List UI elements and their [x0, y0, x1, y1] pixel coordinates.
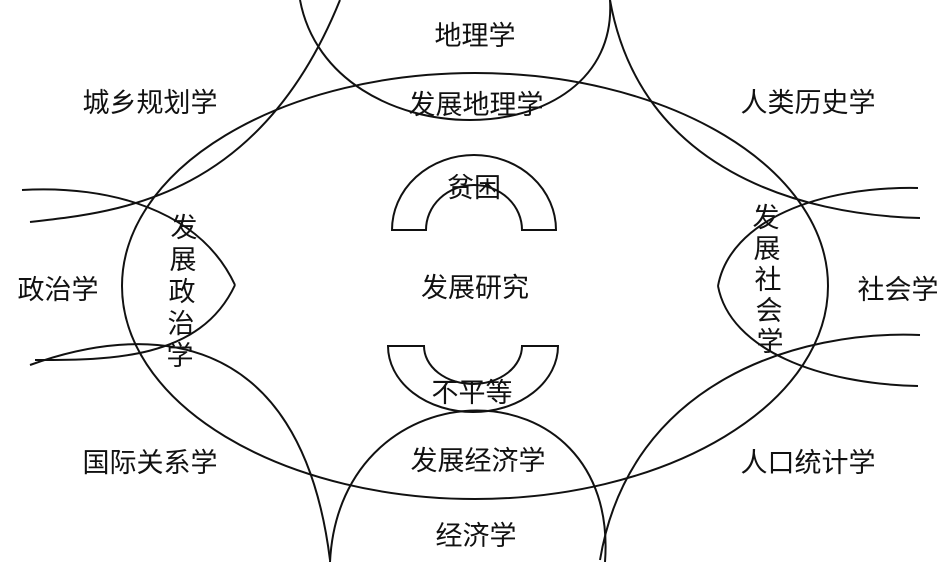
vertical-label-char: 展 — [170, 245, 197, 276]
vertical-label-char: 学 — [757, 327, 784, 358]
economics-label: 经济学 — [436, 521, 517, 552]
vertical-label-char: 治 — [168, 309, 195, 340]
political-science-lower-curve — [34, 284, 236, 361]
development-studies-ellipse — [121, 72, 829, 500]
poverty-label: 贫困 — [447, 173, 501, 204]
demography-curve — [599, 333, 921, 561]
poverty-arc-shape — [390, 154, 558, 231]
international-relations-curve — [29, 343, 331, 561]
sociology-label: 社会学 — [858, 275, 939, 306]
geography-label: 地理学 — [435, 21, 516, 52]
urban-planning-curve — [29, 0, 341, 223]
economics-circle-arc — [329, 409, 607, 562]
urban-planning-label: 城乡规划学 — [83, 88, 218, 119]
center-label: 发展研究 — [421, 273, 529, 304]
sociology-upper-curve — [717, 186, 919, 287]
international-relations-label: 国际关系学 — [83, 448, 218, 479]
vertical-label-char: 社 — [755, 265, 782, 296]
vertical-label-char: 政 — [169, 277, 196, 308]
demography-label: 人口统计学 — [741, 448, 876, 479]
development-economics-label: 发展经济学 — [411, 446, 546, 477]
vertical-label-char: 会 — [756, 296, 783, 327]
anthropology-history-curve — [609, 0, 921, 219]
political-science-label: 政治学 — [18, 275, 99, 306]
inequality-arc-shape — [386, 345, 560, 413]
vertical-label-char: 学 — [167, 341, 194, 372]
vertical-label-char: 发 — [753, 203, 780, 234]
anthropology-history-label: 人类历史学 — [741, 88, 876, 119]
inequality-label: 不平等 — [432, 378, 513, 409]
development-geography-label: 发展地理学 — [409, 90, 544, 121]
vertical-label-char: 展 — [754, 234, 781, 265]
political-science-upper-curve — [21, 188, 236, 286]
geography-circle-arc — [299, 0, 612, 121]
sociology-lower-curve — [717, 285, 919, 387]
vertical-label-char: 发 — [171, 213, 198, 244]
